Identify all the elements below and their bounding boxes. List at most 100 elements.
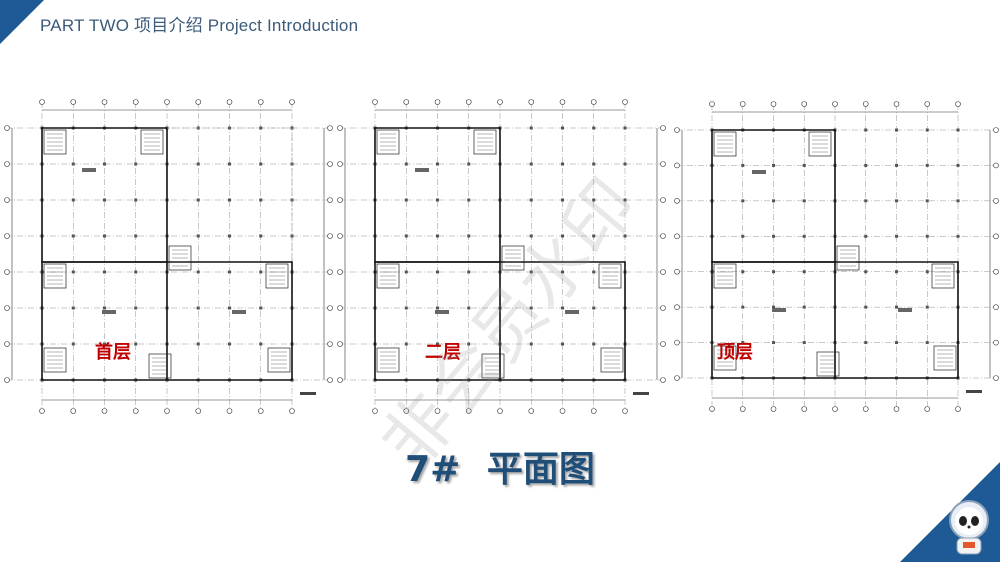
room-tag: [435, 310, 449, 314]
stair-core: [933, 345, 957, 371]
column: [259, 270, 263, 274]
page-title: 7# 平面图: [405, 449, 595, 490]
column: [467, 342, 471, 346]
axis-bubble: [4, 305, 10, 311]
column: [741, 341, 745, 345]
column: [956, 163, 960, 167]
column: [404, 198, 408, 202]
column: [561, 270, 564, 274]
column: [925, 234, 929, 238]
room-tag: [565, 310, 579, 314]
column: [741, 270, 745, 274]
column: [623, 234, 627, 238]
column: [895, 234, 898, 238]
axis-bubble: [893, 101, 900, 107]
axis-bubble: [660, 341, 666, 347]
axis-bubble: [955, 406, 961, 412]
column: [259, 198, 263, 202]
column: [259, 126, 263, 130]
axis-bubble: [4, 197, 10, 203]
axis-bubble: [497, 99, 503, 105]
axis-bubble: [132, 99, 139, 105]
column: [436, 306, 439, 310]
floor-plan-ground: [4, 99, 333, 414]
floor-plan-second: [337, 99, 666, 414]
column: [103, 342, 106, 346]
column: [772, 163, 775, 167]
stair-core: [43, 129, 67, 155]
axis-bubble: [674, 198, 680, 204]
column: [529, 306, 533, 310]
column: [71, 198, 75, 202]
stair-core: [267, 347, 291, 373]
column: [134, 306, 138, 310]
axis-bubble: [337, 341, 343, 347]
axis-bubble: [226, 99, 233, 105]
axis-bubble: [289, 99, 295, 105]
column: [956, 199, 960, 203]
column: [561, 342, 564, 346]
column: [228, 162, 231, 166]
column: [529, 270, 533, 274]
axis-bubble: [39, 408, 45, 414]
column: [71, 162, 75, 166]
axis-bubble: [4, 269, 10, 275]
column: [623, 126, 627, 130]
column: [71, 270, 75, 274]
column: [436, 270, 439, 274]
axis-bubble: [660, 197, 666, 203]
axis-bubble: [709, 101, 715, 107]
column: [134, 162, 138, 166]
column: [436, 342, 439, 346]
stair-core: [808, 131, 832, 157]
column: [404, 162, 408, 166]
column: [592, 342, 596, 346]
room-tag: [898, 308, 912, 312]
floor-plan-top: [674, 101, 999, 412]
column: [467, 162, 471, 166]
column: [925, 341, 929, 345]
column: [404, 270, 408, 274]
stair-core: [148, 353, 172, 379]
column: [592, 198, 596, 202]
axis-bubble: [434, 99, 441, 105]
axis-bubble: [674, 268, 680, 275]
stair-core: [931, 263, 955, 289]
stair-core: [713, 131, 737, 157]
stair-core: [43, 263, 67, 289]
stair-core: [168, 245, 192, 271]
column: [529, 234, 533, 238]
axis-bubble: [132, 408, 139, 414]
column: [802, 234, 806, 238]
column: [467, 198, 471, 202]
axis-bubble: [660, 233, 666, 239]
room-tag: [772, 308, 786, 312]
column: [802, 199, 806, 203]
column: [228, 234, 231, 238]
column: [259, 306, 263, 310]
axis-bubble: [528, 99, 535, 105]
axis-bubble: [327, 161, 333, 167]
column: [772, 234, 775, 238]
axis-bubble: [993, 375, 999, 381]
axis-bubble: [195, 408, 202, 414]
axis-bubble: [660, 269, 666, 275]
axis-bubble: [4, 161, 10, 167]
column: [925, 199, 929, 203]
stair-core: [376, 347, 400, 373]
axis-bubble: [993, 233, 999, 240]
axis-bubble: [955, 101, 961, 107]
axis-bubble: [101, 99, 108, 105]
room-tag: [102, 310, 116, 314]
axis-bubble: [832, 101, 838, 107]
column: [196, 306, 200, 310]
column: [259, 162, 263, 166]
panda-astronaut-mascot-icon: [949, 500, 989, 555]
axis-bubble: [660, 305, 666, 311]
wall: [41, 261, 293, 381]
drawing-caption: [300, 392, 316, 395]
stair-core: [598, 263, 622, 289]
column: [561, 306, 564, 310]
column: [529, 342, 533, 346]
column: [134, 342, 138, 346]
